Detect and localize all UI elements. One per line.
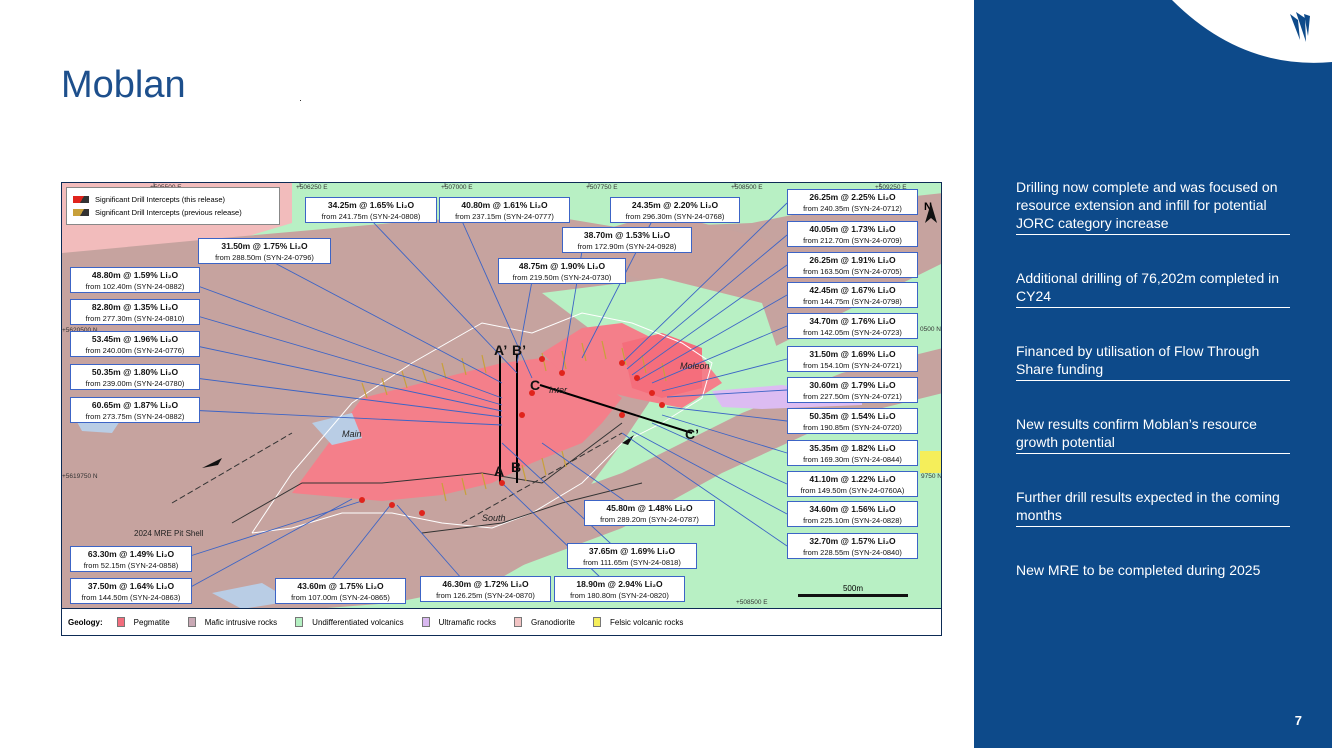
bullet-2: Additional drilling of 76,202m completed… — [1016, 269, 1290, 308]
section-label-b-prime: B’ — [512, 342, 526, 358]
fault-2 — [461, 432, 623, 524]
section-label-c: C — [530, 377, 541, 393]
fault-arrow-2 — [622, 435, 634, 445]
previous-intercept-icon — [73, 209, 89, 216]
intercept-legend: Significant Drill Intercepts (this relea… — [66, 187, 280, 225]
bullet-1: Drilling now complete and was focused on… — [1016, 178, 1290, 235]
section-label-a-prime: A’ — [494, 342, 508, 358]
coord-n2: +5619750 N — [62, 473, 98, 480]
label-inter: Inter — [549, 385, 568, 395]
summary-bullets: Drilling now complete and was focused on… — [1016, 178, 1290, 615]
page-title: Moblan — [61, 64, 186, 106]
title-dot — [300, 100, 301, 101]
road-2 — [421, 482, 643, 534]
fault-1 — [171, 432, 293, 504]
mafic-south — [302, 348, 941, 593]
geology-map: +505500 E +506250 E +507000 E +507750 E … — [61, 182, 942, 636]
geology-legend-title: Geology: — [68, 617, 103, 627]
geology-legend: Geology: Pegmatite Mafic intrusive rocks… — [62, 608, 941, 635]
section-label-a: A — [494, 463, 505, 479]
section-label-c-prime: C’ — [685, 426, 699, 442]
coord-e4: +507750 E — [586, 184, 618, 191]
coord-e2: +506250 E — [296, 184, 328, 191]
coord-n4: 9750 N — [921, 473, 942, 480]
bullet-5: Further drill results expected in the co… — [1016, 488, 1290, 527]
geo-item-granodiorite: Granodiorite — [513, 617, 575, 627]
geo-item-ultramafic: Ultramafic rocks — [421, 617, 496, 627]
bullet-4: New results confirm Moblan’s resource gr… — [1016, 415, 1290, 454]
felsic-area — [920, 451, 941, 473]
scale-bar: 500m — [798, 584, 908, 597]
grid-ticks — [153, 183, 881, 187]
section-label-b: B — [511, 459, 522, 475]
bullet-3: Financed by utilisation of Flow Through … — [1016, 342, 1290, 381]
geo-item-volcanics: Undifferentiated volcanics — [295, 617, 404, 627]
fault-arrow-1 — [202, 458, 222, 468]
lake-2 — [312, 413, 362, 445]
coord-n3: 0500 N — [920, 326, 941, 333]
page-number: 7 — [1294, 713, 1302, 728]
coord-e5: +508500 E — [731, 184, 763, 191]
brand-logo-icon — [1290, 12, 1310, 42]
label-south: South — [482, 513, 506, 523]
geo-item-felsic: Felsic volcanic rocks — [593, 617, 683, 627]
legend-current: Significant Drill Intercepts (this relea… — [95, 195, 226, 204]
label-main: Main — [342, 429, 362, 439]
current-intercept-icon — [73, 196, 89, 203]
lake-3 — [212, 583, 292, 609]
legend-previous: Significant Drill Intercepts (previous r… — [95, 208, 242, 217]
coord-e-bottom: +508500 E — [736, 599, 768, 606]
coord-e6: +509250 E — [875, 184, 907, 191]
label-moleon: Moleon — [680, 361, 710, 371]
coord-n1: +5620500 N — [62, 327, 98, 334]
geo-item-mafic: Mafic intrusive rocks — [187, 617, 277, 627]
pit-shell-outline — [251, 312, 713, 534]
coord-e3: +507000 E — [441, 184, 473, 191]
side-panel: Drilling now complete and was focused on… — [974, 0, 1332, 748]
label-pit-shell: 2024 MRE Pit Shell — [134, 529, 204, 538]
drill-traces — [361, 340, 667, 502]
leader-lines — [186, 202, 788, 590]
brand-curve — [1172, 0, 1332, 63]
geo-item-pegmatite: Pegmatite — [116, 617, 170, 627]
intercept-markers — [359, 356, 665, 516]
pegmatite-main — [292, 358, 622, 501]
north-arrow-icon: N — [924, 201, 937, 223]
section-c — [539, 384, 693, 434]
bullet-6: New MRE to be completed during 2025 — [1016, 562, 1261, 578]
